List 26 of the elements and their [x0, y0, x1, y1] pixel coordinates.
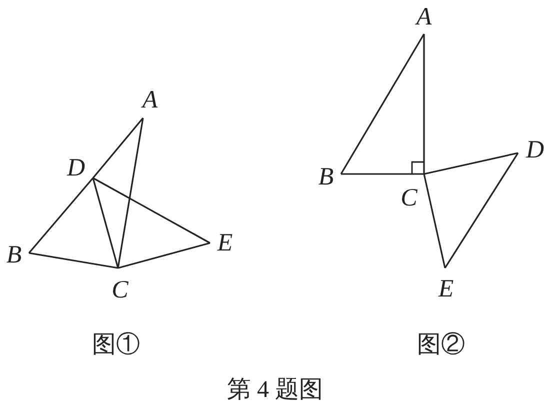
line-segment	[424, 152, 518, 175]
line-segment	[92, 177, 210, 244]
point-label: B	[318, 164, 334, 190]
line-segment	[423, 174, 446, 268]
figure-label: 图①	[92, 332, 140, 358]
point-label: A	[416, 4, 432, 30]
line-segment	[28, 252, 118, 269]
line-segment	[92, 117, 144, 179]
line-segment	[117, 118, 144, 268]
point-label: A	[142, 88, 158, 112]
line-segment	[444, 152, 519, 268]
line-segment	[341, 173, 424, 175]
point-label: B	[6, 242, 22, 268]
point-label: E	[217, 230, 233, 256]
point-label: D	[66, 156, 86, 180]
point-label: D	[526, 138, 544, 162]
point-label: E	[438, 276, 454, 302]
point-label: C	[112, 278, 128, 302]
line-segment	[92, 178, 119, 268]
figure-label: 图②	[417, 332, 465, 358]
line-segment	[118, 242, 210, 269]
line-segment	[340, 34, 425, 174]
line-segment	[423, 34, 425, 174]
point-label: C	[400, 186, 418, 210]
line-segment	[28, 177, 94, 254]
caption: 第 4 题图	[227, 377, 323, 403]
